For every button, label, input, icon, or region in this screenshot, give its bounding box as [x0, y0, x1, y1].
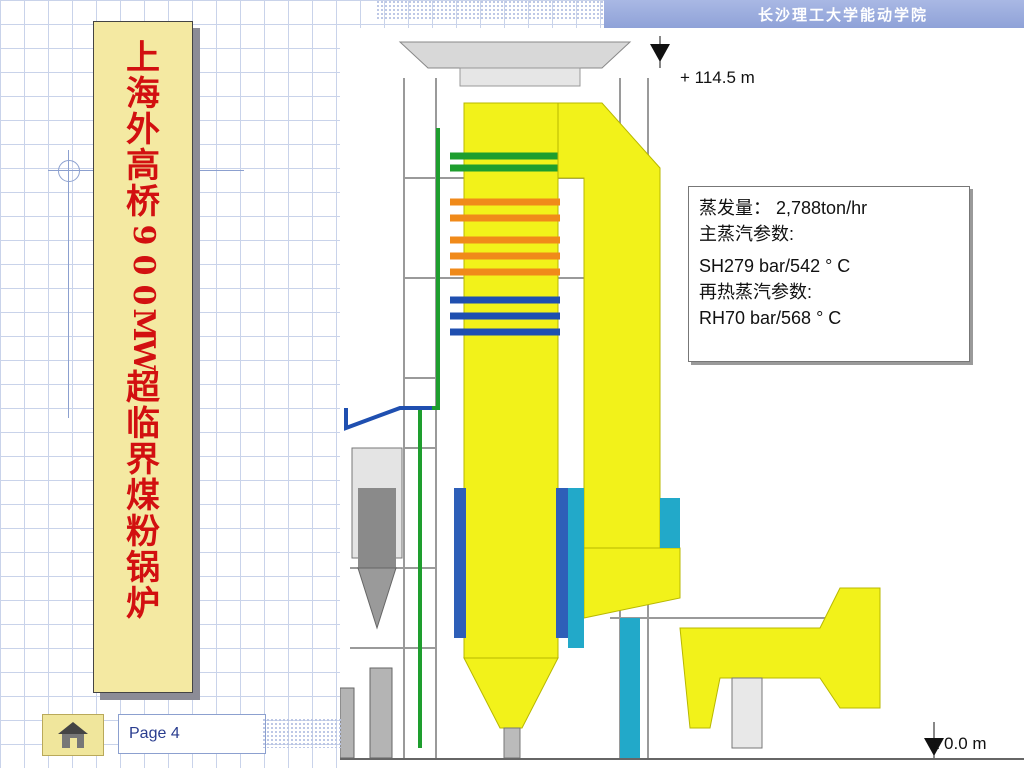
title-char: 外 — [126, 110, 160, 150]
feed-pipe — [344, 406, 432, 431]
elevation-bottom-label: ± 0.0 m — [930, 734, 987, 753]
page-label: Page 4 — [129, 725, 180, 742]
main-steam-label: 主蒸汽参数: — [699, 224, 795, 244]
reheater-banks — [450, 296, 560, 336]
title-char: 高 — [126, 146, 160, 186]
title-char: 桥 — [126, 182, 160, 222]
page-indicator: Page 4 — [118, 714, 266, 754]
boiler-roof — [398, 41, 632, 69]
superheater-banks — [450, 152, 560, 276]
title-char: 超 — [126, 368, 160, 408]
home-button[interactable] — [42, 714, 104, 756]
title-char: 临 — [126, 404, 160, 444]
house-icon — [58, 722, 88, 748]
elevation-top-label: + 114.5 m — [680, 68, 755, 87]
burners — [454, 488, 568, 638]
coal-mill — [369, 667, 393, 759]
title-char: 炉 — [126, 584, 160, 624]
silo-interior — [358, 488, 396, 568]
roof-hangers — [459, 67, 581, 87]
title-char: 煤 — [126, 476, 160, 516]
header-pattern — [376, 0, 604, 20]
crosshair-circle — [58, 160, 80, 182]
furnace-wall — [463, 102, 559, 659]
fan-housing — [731, 677, 763, 749]
mill-motor — [340, 687, 355, 759]
header-bar: 长沙理工大学能动学院 — [604, 0, 1024, 28]
air-preheater-ducts — [568, 488, 680, 758]
title-char: W — [126, 338, 161, 372]
main-steam-params: SH279 bar/542 ° C — [699, 256, 851, 276]
title-char: 上 — [126, 38, 160, 78]
furnace-hopper — [463, 657, 559, 729]
title-char: 粉 — [126, 512, 160, 552]
crosshair-vertical-line — [68, 150, 69, 418]
economizer-hopper — [583, 547, 681, 619]
silo-cone — [357, 567, 397, 630]
evaporation-rate: 蒸发量： 2,788ton/hr — [699, 198, 868, 218]
boiler-spec-box: 蒸发量： 2,788ton/hr 主蒸汽参数: SH279 bar/542 ° … — [688, 186, 970, 362]
flue-gas-duct — [679, 587, 881, 729]
footer-pattern — [262, 718, 342, 748]
reheat-steam-params: RH70 bar/568 ° C — [699, 308, 842, 328]
title-banner: 上 海 外 高 桥 9 0 0 M W 超 临 界 煤 粉 锅 炉 — [93, 21, 193, 693]
title-char: 海 — [126, 74, 160, 114]
boiler-diagram: + 114.5 m ± 0.0 m 蒸发量： 2,788ton/hr 主蒸汽参数… — [340, 28, 1024, 768]
org-name: 长沙理工大学能动学院 — [757, 5, 928, 24]
reheat-steam-label: 再热蒸汽参数: — [699, 282, 813, 302]
boiler-drawing — [340, 36, 1024, 760]
title-char: 界 — [126, 440, 160, 480]
ash-outlet — [503, 727, 521, 759]
title-char: 锅 — [126, 548, 160, 588]
